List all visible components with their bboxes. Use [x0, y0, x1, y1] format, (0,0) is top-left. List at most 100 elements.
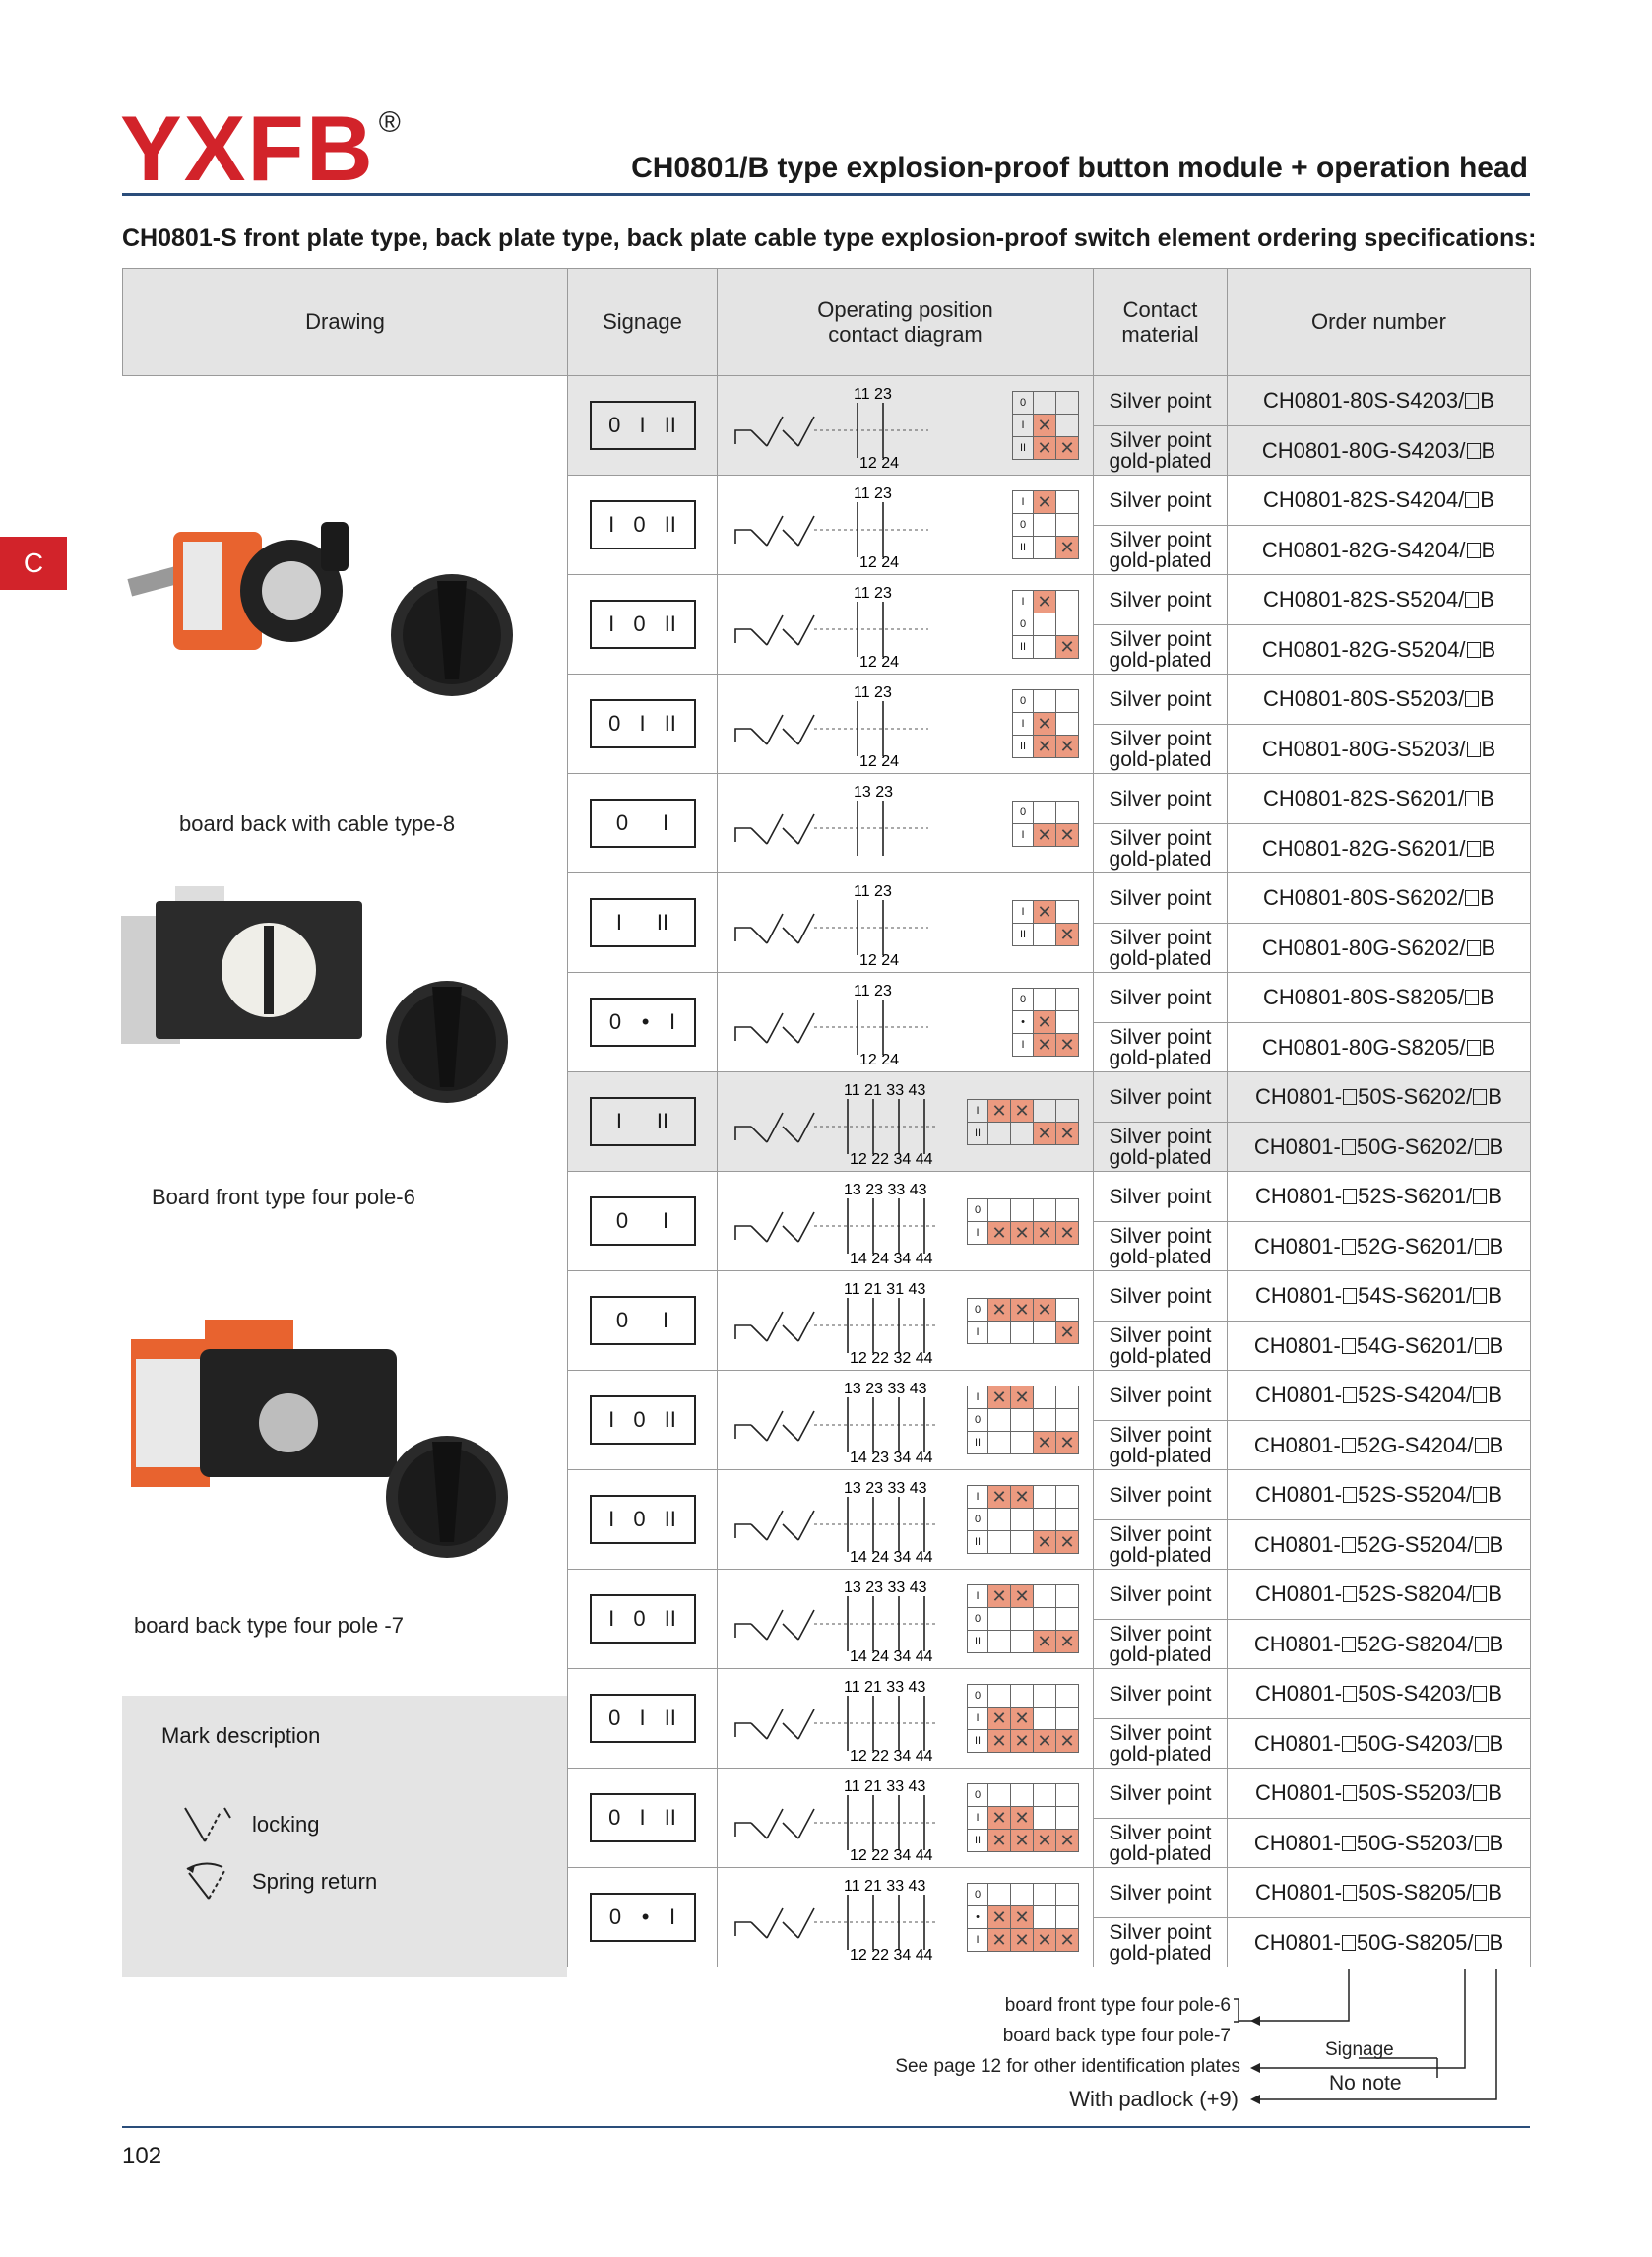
- contact-closed-cell: [987, 1707, 1011, 1730]
- signage-symbol: I: [639, 1706, 646, 1730]
- signage-symbol: I: [662, 810, 669, 835]
- grid-position-label: I: [967, 1485, 988, 1509]
- signage-symbol: •: [641, 1009, 650, 1034]
- contact-closed-cell: [1033, 822, 1056, 847]
- grid-position-label: I: [967, 1707, 988, 1730]
- blank-box-icon: [1474, 1636, 1489, 1652]
- blank-box-icon: [1473, 1387, 1488, 1403]
- signage-symbol: 0: [608, 711, 621, 736]
- signage-symbol: 0: [608, 1805, 621, 1830]
- material-silver: Silver point: [1093, 1270, 1228, 1322]
- signage-symbol: 0: [615, 1308, 629, 1332]
- contact-open-cell: [1055, 1098, 1079, 1123]
- contact-open-cell: [1033, 922, 1056, 946]
- contact-closed-cell: [1033, 436, 1056, 460]
- contact-open-cell: [1033, 635, 1056, 659]
- order-number-gold: CH0801-54G-S6201/B: [1227, 1321, 1531, 1371]
- order-number-silver: CH0801-52S-S5204/B: [1227, 1469, 1531, 1520]
- grid-position-label: I: [1012, 414, 1034, 437]
- caption-front-four-pole: Board front type four pole-6: [152, 1185, 415, 1209]
- contact-open-cell: [1055, 1607, 1079, 1631]
- contact-open-cell: [1055, 490, 1079, 514]
- contact-open-cell: [1033, 1197, 1056, 1222]
- material-silver: Silver point: [1093, 1370, 1228, 1421]
- contact-closed-cell: [1055, 735, 1079, 758]
- blank-box-icon: [1465, 393, 1480, 409]
- signage-plate: 0•I: [589, 998, 696, 1047]
- order-number-silver: CH0801-80S-S5203/B: [1227, 674, 1531, 725]
- contact-closed-cell: [1033, 1033, 1056, 1057]
- grid-position-label: II: [1012, 436, 1034, 460]
- order-number-silver: CH0801-52S-S4204/B: [1227, 1370, 1531, 1421]
- material-silver: Silver point: [1093, 1768, 1228, 1819]
- blank-box-icon: [1341, 1138, 1356, 1155]
- blank-box-icon: [1473, 1885, 1488, 1901]
- material-silver: Silver point: [1093, 1569, 1228, 1620]
- contact-open-cell: [1010, 1320, 1034, 1344]
- product-photo-front-four-pole: [121, 886, 508, 1103]
- contact-open-cell: [987, 1530, 1011, 1554]
- contact-open-cell: [1055, 414, 1079, 437]
- signage-symbol: I: [639, 711, 646, 736]
- contact-open-cell: [1033, 1386, 1056, 1409]
- grid-position-label: 0: [1012, 988, 1034, 1011]
- contact-open-cell: [1055, 1684, 1079, 1708]
- contact-closed-cell: [987, 1806, 1011, 1830]
- contact-closed-cell: [1055, 1829, 1079, 1852]
- contact-open-cell: [1033, 1607, 1056, 1631]
- header-rule: [122, 193, 1530, 196]
- terminal-numbers-top: 13 23 33 43: [844, 1182, 927, 1198]
- blank-box-icon: [1343, 1089, 1358, 1105]
- blank-box-icon: [1465, 592, 1480, 608]
- signage-symbol: II: [664, 413, 676, 437]
- blank-box-icon: [1473, 1586, 1488, 1602]
- order-number-gold: CH0801-50G-S6202/B: [1227, 1122, 1531, 1172]
- signage-symbol: II: [664, 1706, 676, 1730]
- note-front-four-pole: board front type four pole-6: [1004, 1995, 1231, 2016]
- blank-box-icon: [1343, 1189, 1358, 1204]
- grid-position-label: 0: [967, 1607, 988, 1631]
- page-title: CH0801/B type explosion-proof button mod…: [631, 152, 1528, 184]
- mark-description-panel: Mark description locking Spring return: [122, 1696, 567, 1977]
- contact-closed-cell: [1010, 1098, 1034, 1123]
- contact-closed-cell: [1010, 1829, 1034, 1852]
- contact-open-cell: [1033, 1584, 1056, 1608]
- position-grid: 0•I: [967, 1883, 1079, 1952]
- contact-open-cell: [1055, 1883, 1079, 1906]
- terminal-numbers-top: 13 23 33 43: [844, 1381, 927, 1397]
- contact-closed-cell: [987, 1386, 1011, 1409]
- grid-position-label: 0: [1012, 613, 1034, 636]
- grid-position-label: I: [967, 1220, 988, 1245]
- signage-symbol: II: [664, 512, 676, 537]
- note-see-page: See page 12 for other identification pla…: [895, 2056, 1240, 2077]
- contact-open-cell: [1055, 613, 1079, 636]
- contact-open-cell: [1055, 1197, 1079, 1222]
- order-number-silver: CH0801-54S-S6201/B: [1227, 1270, 1531, 1322]
- contact-open-cell: [1033, 1684, 1056, 1708]
- blank-box-icon: [1341, 1337, 1356, 1354]
